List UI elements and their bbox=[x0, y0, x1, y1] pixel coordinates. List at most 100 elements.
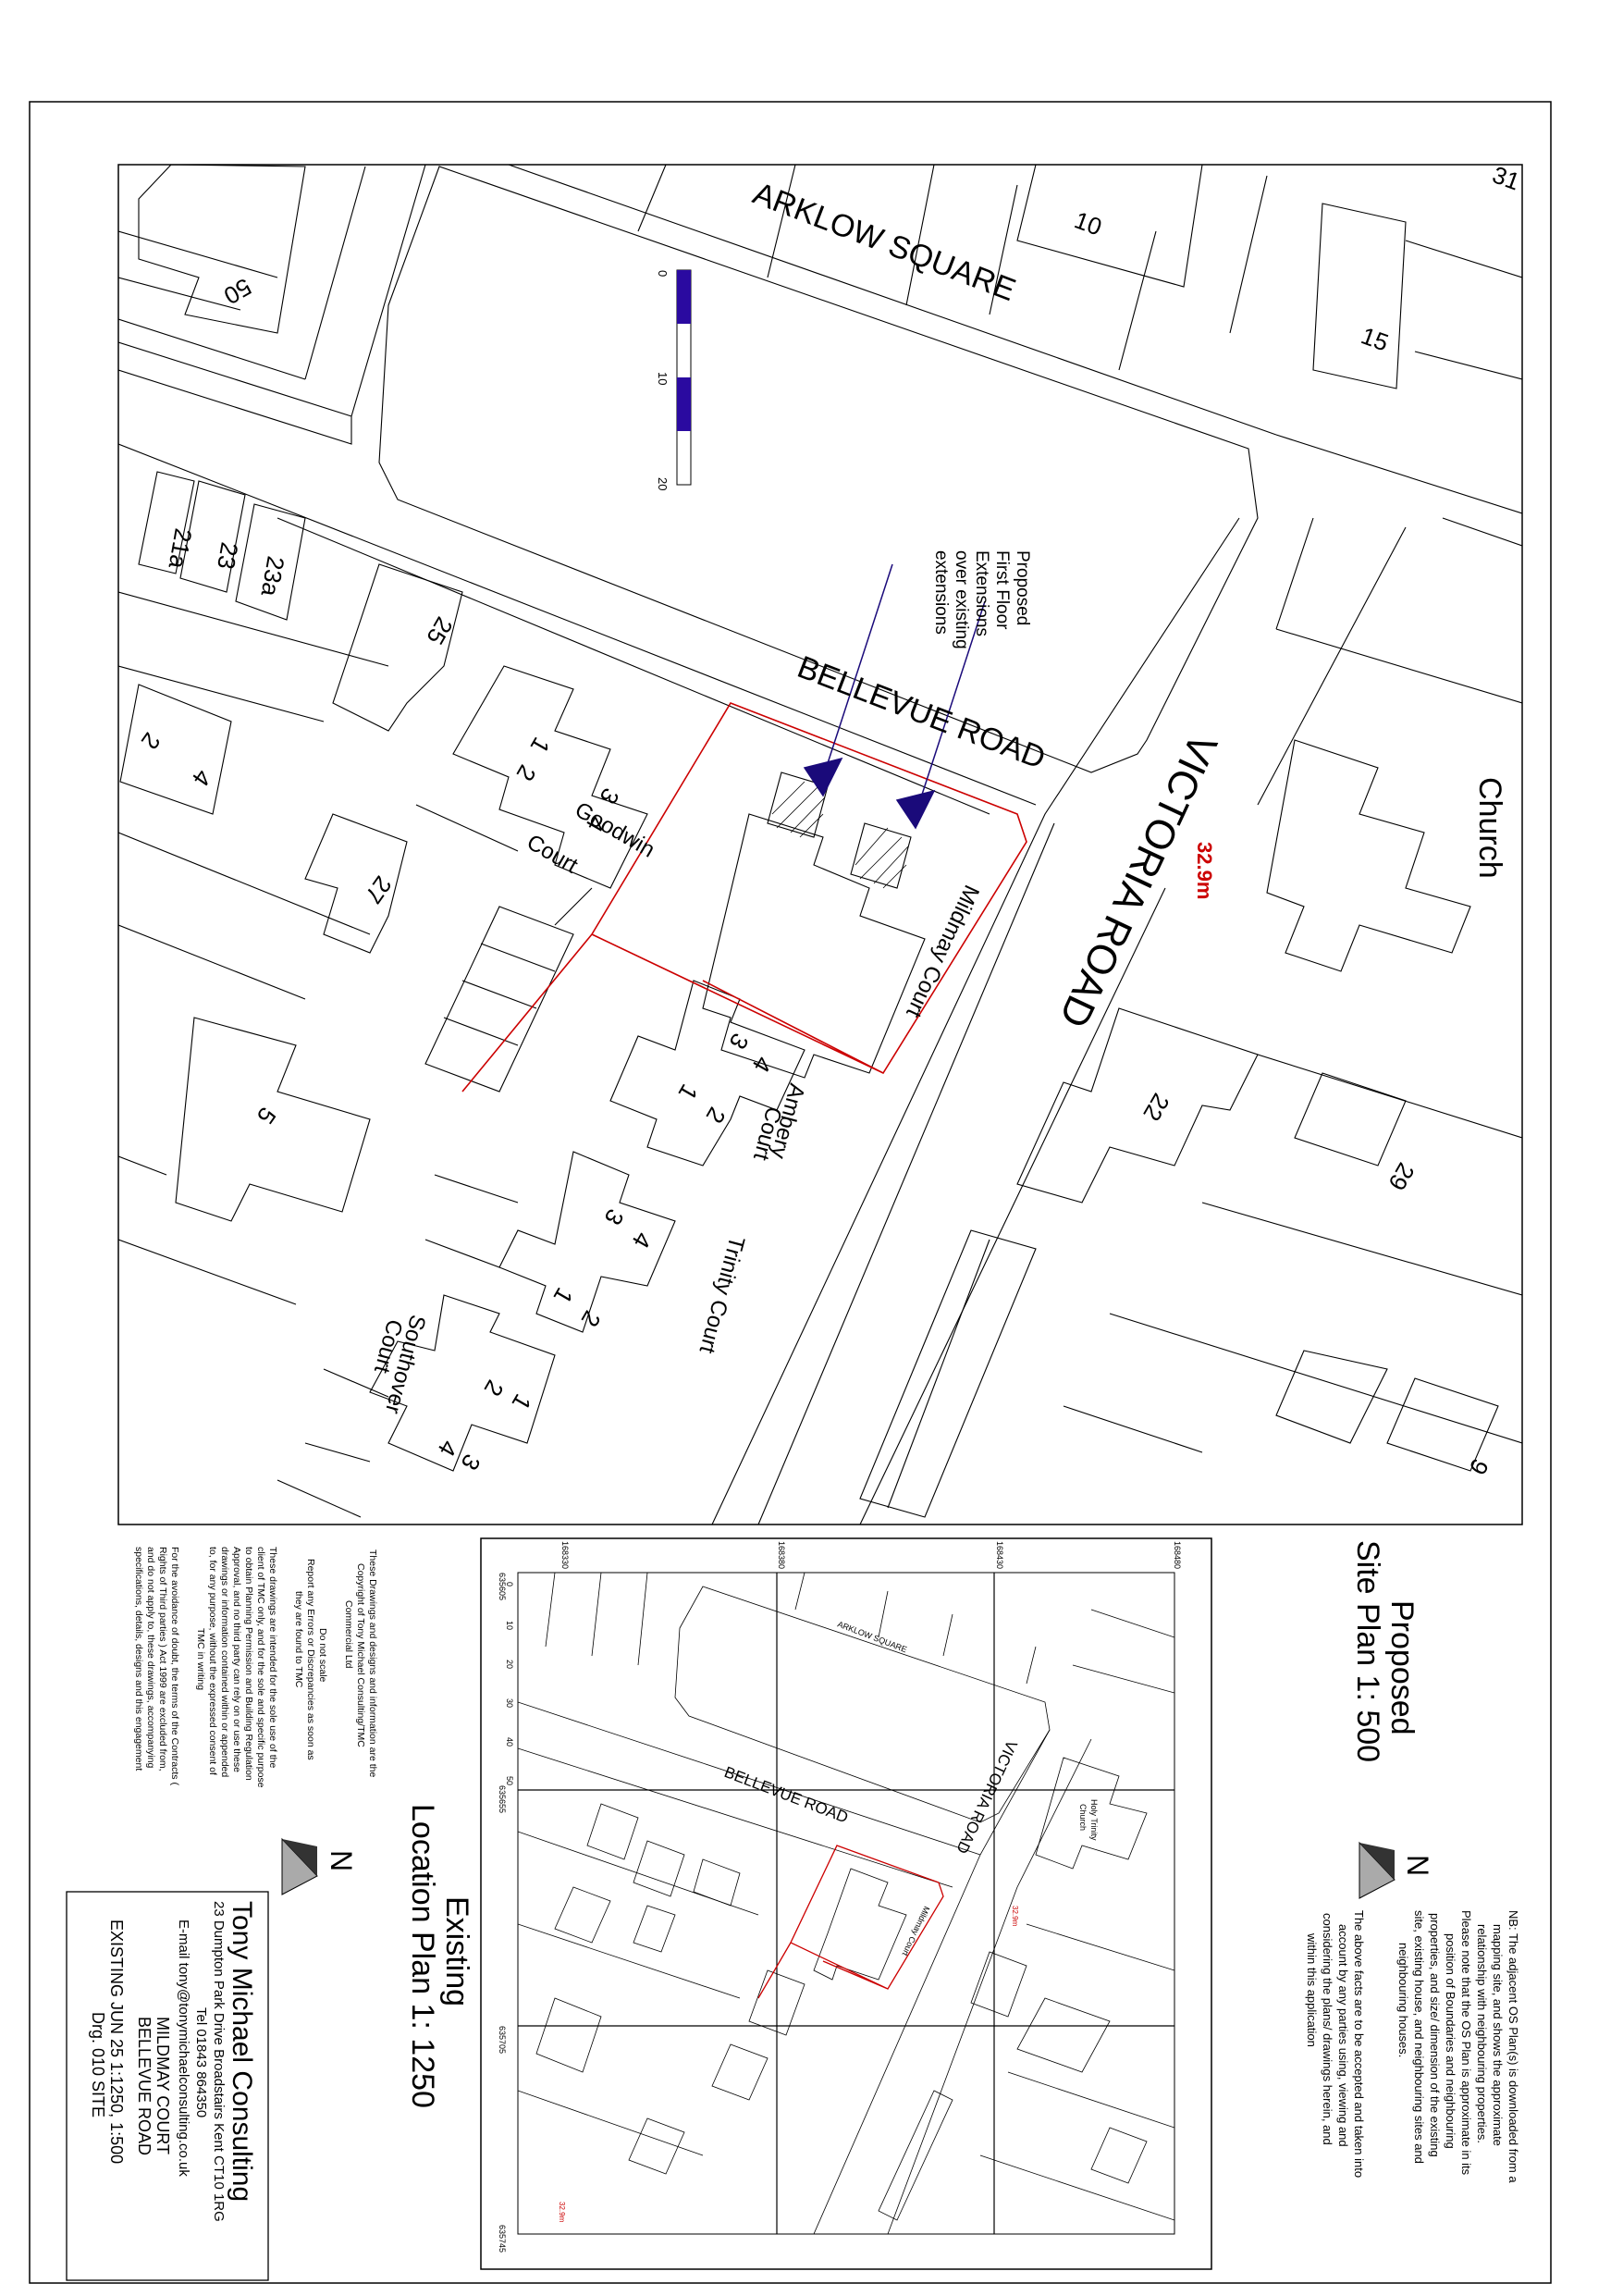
plot-line bbox=[1063, 1313, 1522, 1453]
tb-company: Tony Michael Consulting bbox=[227, 1901, 257, 2202]
church-plot bbox=[1266, 517, 1522, 972]
site-plan-title-1: Proposed bbox=[1384, 1600, 1420, 1735]
grid-label: 168330 bbox=[560, 1541, 570, 1569]
loc-church bbox=[1035, 1757, 1148, 1870]
sheet-border bbox=[29, 101, 1552, 2284]
house-number: 22 bbox=[1137, 1089, 1174, 1126]
unit-number: 1 bbox=[507, 1389, 537, 1415]
goodwin-court-label-1: Goodwin bbox=[571, 797, 659, 863]
goodwin-court-building bbox=[452, 665, 648, 889]
goodwin-court-label-2: Court bbox=[523, 830, 583, 879]
bellevue-road-edge bbox=[277, 517, 990, 815]
note-line: Report any Errors or Discrepancies as so… bbox=[305, 1559, 316, 1760]
building-23a bbox=[235, 503, 306, 621]
notes-right: NB: The adjacent OS Plan(s) is downloade… bbox=[1305, 1910, 1520, 2183]
notes-left: These Drawings and designs and informati… bbox=[133, 1547, 378, 1788]
unit-number: 2 bbox=[701, 1103, 732, 1129]
grid-label: 168380 bbox=[777, 1541, 786, 1569]
proposed-annotation: Proposed First Floor Extensions over exi… bbox=[931, 550, 1032, 649]
location-plan-map: ARKLOW SQUARE BELLEVUE ROAD VICTORIA ROA… bbox=[480, 1537, 1212, 2270]
loc-scale-tick: 20 bbox=[505, 1660, 514, 1669]
loc-road bbox=[518, 1701, 1092, 2234]
grid-label: 635605 bbox=[498, 1573, 507, 1600]
unit-number: 1 bbox=[525, 733, 556, 759]
annotation-line: First Floor bbox=[992, 550, 1012, 630]
bellevue-road-edge bbox=[118, 443, 1037, 806]
loc-scale-tick: 0 bbox=[505, 1582, 514, 1586]
annotation-line: over existing bbox=[952, 550, 971, 649]
plot-line bbox=[415, 804, 593, 926]
note-line: The above facts are to be accepted and t… bbox=[1352, 1910, 1366, 2178]
note-line: client of TMC only, and for the sole and… bbox=[255, 1547, 266, 1788]
building-27 bbox=[304, 813, 408, 954]
site-plan-frame bbox=[117, 164, 1523, 1525]
scale-tick-10: 10 bbox=[656, 372, 670, 385]
victoria-road-edge bbox=[711, 517, 1240, 1524]
note-line: neighbouring houses. bbox=[1396, 1943, 1410, 2057]
loc-mildmay-label: Mildmay Court bbox=[900, 1905, 931, 1957]
building-5 bbox=[175, 1017, 371, 1222]
loc-victoria-label: VICTORIA ROAD bbox=[953, 1737, 1020, 1856]
arklow-square-island bbox=[378, 166, 1259, 773]
loc-spot-level-2: 32.9m bbox=[558, 2202, 566, 2223]
scale-tick-20: 20 bbox=[656, 477, 670, 490]
plot-line bbox=[1405, 240, 1522, 380]
house-number: 23 bbox=[212, 540, 244, 572]
site-plan-map: 0 10 20 ARKLOW SQUARE BELLEVUE ROAD VICT… bbox=[117, 160, 1523, 1525]
road-edge bbox=[118, 341, 352, 445]
unit-number: 4 bbox=[627, 1228, 658, 1253]
arrow-head-2 bbox=[895, 789, 936, 830]
victoria-road-edge bbox=[757, 822, 1055, 1524]
site-boundary bbox=[461, 702, 1027, 1092]
loc-scale-tick: 30 bbox=[505, 1698, 514, 1708]
grid-line bbox=[518, 1573, 1174, 2234]
note-line: to, for any purpose, without the express… bbox=[207, 1547, 218, 1775]
road-edge bbox=[350, 165, 426, 417]
annotation-line: Extensions bbox=[972, 550, 991, 636]
grid-label: 635705 bbox=[498, 2026, 507, 2054]
plot-line bbox=[118, 832, 371, 1000]
loc-plots bbox=[545, 1573, 1174, 1694]
tb-address: 23 Dumpton Park Drive Broadstairs Kent C… bbox=[211, 1901, 227, 2222]
house-number: 15 bbox=[1358, 321, 1392, 356]
loc-spot-level: 32.9m bbox=[1011, 1906, 1019, 1927]
note-line: These drawings are intended for the sole… bbox=[267, 1547, 278, 1768]
loc-scale-tick: 10 bbox=[505, 1621, 514, 1630]
note-line: properties, and size/ dimension of the e… bbox=[1428, 1913, 1442, 2157]
title-block: Tony Michael Consulting 23 Dumpton Park … bbox=[66, 1891, 269, 2281]
unit-number: 3 bbox=[599, 1204, 630, 1230]
plot-line bbox=[118, 230, 278, 311]
note-line: Please note that the OS Plan is approxim… bbox=[1459, 1910, 1473, 2176]
note-line: Approval, and no third party can rely on… bbox=[231, 1547, 242, 1772]
tb-project-1: MILDMAY COURT bbox=[154, 2017, 172, 2154]
unit-number: 3 bbox=[724, 1029, 755, 1055]
plot-line bbox=[1201, 1054, 1522, 1296]
loc-mildmay bbox=[813, 1868, 907, 1981]
north-label-site: N bbox=[1401, 1855, 1434, 1876]
building-22 bbox=[1016, 1007, 1259, 1204]
road-edge bbox=[1275, 434, 1522, 514]
tb-project-2: BELLEVUE ROAD bbox=[135, 2017, 154, 2155]
note-line: TMC in writing bbox=[195, 1628, 206, 1690]
house-number: 2 bbox=[136, 728, 166, 755]
victoria-road-edge bbox=[1257, 526, 1407, 806]
victoria-road-edge bbox=[859, 887, 1166, 1524]
long-building bbox=[859, 1229, 1037, 1518]
plot-line bbox=[1275, 517, 1522, 704]
loc-bellevue-label: BELLEVUE ROAD bbox=[722, 1763, 851, 1827]
building-23 bbox=[179, 480, 246, 593]
spot-level: 32.9m bbox=[1193, 842, 1216, 899]
building-50 bbox=[138, 165, 306, 334]
house-number: 21a bbox=[163, 526, 197, 571]
note-line: These Drawings and designs and informati… bbox=[367, 1549, 378, 1777]
road-edge bbox=[508, 165, 1277, 436]
tb-drawing-1: EXISTING JUN 25 1:1250, 1:500 bbox=[107, 1920, 126, 2164]
title-block-frame bbox=[66, 1891, 269, 2281]
note-line: NB: The adjacent OS Plan(s) is downloade… bbox=[1506, 1910, 1520, 2183]
north-arrow-location: N bbox=[281, 1837, 358, 1895]
garages bbox=[424, 906, 574, 1092]
note-line: to obtain Planning Permission and Buildi… bbox=[243, 1547, 254, 1781]
note-line: considering the plans/ drawings herein, … bbox=[1321, 1913, 1334, 2145]
note-line: Copyright of Tony Michael Consulting/TMC bbox=[355, 1563, 366, 1747]
